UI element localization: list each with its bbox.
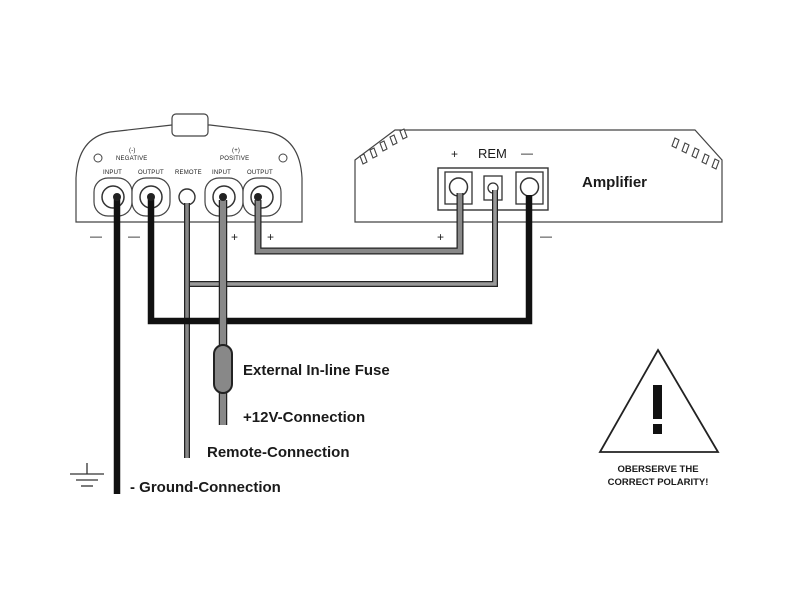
neg-label: NEGATIVE	[116, 156, 148, 162]
amplifier-fins-left	[359, 128, 408, 165]
ground-icon	[70, 463, 104, 487]
remote-connection-label: Remote-Connection	[207, 444, 350, 461]
fuse-label: External In-line Fuse	[243, 362, 390, 379]
capacitor-top-knob	[171, 113, 209, 137]
amplifier-fins-right	[671, 137, 720, 170]
neg-sign: (-)	[129, 148, 136, 154]
terminal-nuts	[113, 193, 262, 201]
v12-label: +12V-Connection	[243, 409, 365, 426]
cap-minus-1: —	[90, 229, 102, 243]
inline-fuse	[213, 344, 233, 394]
cap-plus-2: +	[267, 230, 274, 244]
remote-terminal	[178, 188, 196, 206]
amplifier-title: Amplifier	[582, 174, 647, 191]
amplifier-unit: + REM — Amplifier	[354, 128, 723, 223]
pos-input-label: INPUT	[212, 170, 231, 176]
ground-connection-label: - Ground-Connection	[130, 479, 281, 496]
warning-line-2: CORRECT POLARITY!	[608, 477, 709, 488]
amp-rem-label: REM	[478, 146, 507, 161]
amp-wire-minus: —	[540, 229, 552, 243]
neg-output-label: OUTPUT	[138, 170, 164, 176]
pos-label: POSITIVE	[220, 156, 249, 162]
remote-label: REMOTE	[175, 170, 202, 176]
amp-wire-plus: +	[437, 230, 444, 244]
amp-minus-label: —	[521, 146, 533, 160]
pos-sign: (+)	[232, 148, 240, 154]
neg-input-label: INPUT	[103, 170, 122, 176]
wire-negative-output	[147, 195, 533, 325]
warning-line-1: OBERSERVE THE	[617, 464, 698, 475]
cap-minus-2: —	[128, 229, 140, 243]
cap-plus-1: +	[231, 230, 238, 244]
warning-icon	[598, 348, 720, 453]
pos-output-label: OUTPUT	[247, 170, 273, 176]
amp-plus-label: +	[451, 147, 458, 161]
